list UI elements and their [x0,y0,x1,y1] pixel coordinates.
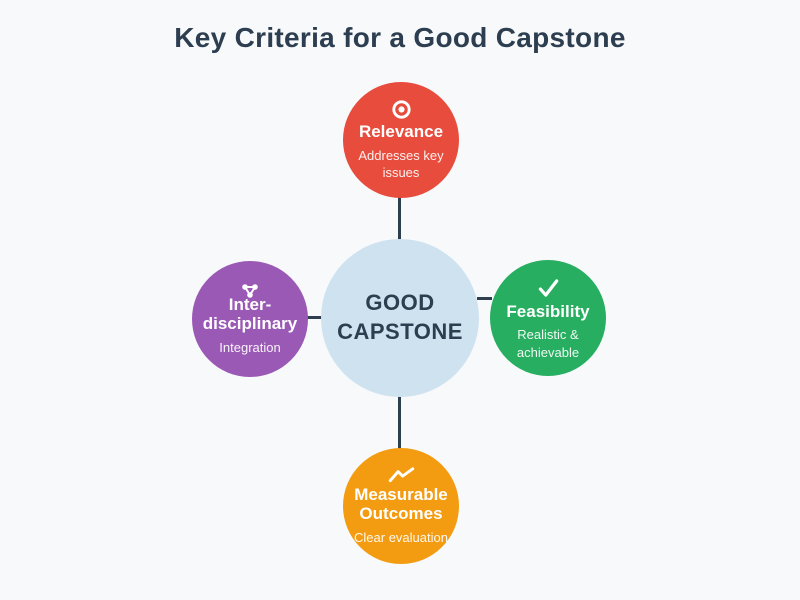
connector-bottom [398,395,401,450]
node-heading: Measurable Outcomes [354,484,448,524]
connector-right [477,297,492,300]
node-subtitle: Integration [219,339,281,355]
node-feasibility: Feasibility Realistic & achievable [490,260,606,376]
node-subtitle: Clear evaluation [354,529,448,545]
trend-line-icon [388,466,415,484]
node-heading: Feasibility [506,301,590,321]
node-measurable-outcomes: Measurable Outcomes Clear evaluation [343,448,459,564]
connector-left [306,316,323,319]
network-icon [240,282,260,300]
node-heading: Relevance [358,122,444,142]
check-icon [535,275,561,301]
connector-top [398,196,401,241]
node-interdisciplinary: Inter-disciplinary Integration [192,261,308,377]
diagram-title: Key Criteria for a Good Capstone [174,22,626,53]
center-node-good-capstone: GOOD CAPSTONE [321,239,479,397]
node-relevance: Relevance Addresses key issues [343,82,459,198]
node-subtitle: Addresses key issues [358,147,444,181]
center-node-label: GOOD CAPSTONE [337,290,463,344]
node-subtitle: Realistic & achievable [516,327,580,360]
node-heading: Inter-disciplinary [202,294,298,334]
target-icon [390,98,413,121]
